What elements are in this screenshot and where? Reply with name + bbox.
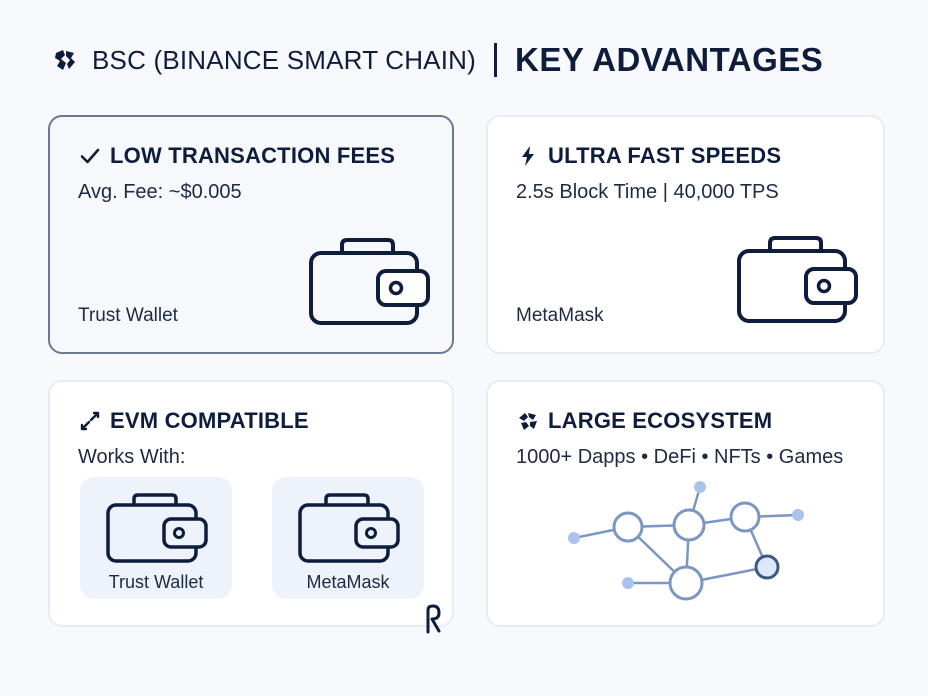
card-title-row: LARGE ECOSYSTEM — [516, 408, 772, 434]
page-title: KEY ADVANTAGES — [514, 41, 824, 78]
card-title: LOW TRANSACTION FEES — [110, 143, 396, 168]
card-title: LARGE ECOSYSTEM — [548, 408, 773, 433]
block-time-text: 2.5s Block Time | 40,000 TPS — [516, 181, 779, 203]
checkmark-icon — [80, 148, 100, 164]
page-subtitle: BSC (BINANCE SMART CHAIN) — [92, 44, 476, 75]
works-with-text: Works With: — [78, 446, 186, 468]
ecosystem-logo-icon — [519, 413, 537, 430]
card-title-row: ULTRA FAST SPEEDS — [516, 143, 781, 169]
brand-mark-icon — [426, 604, 441, 634]
card-title: ULTRA FAST SPEEDS — [548, 143, 782, 168]
wallet-tile-label: MetaMask — [306, 572, 390, 592]
card-ultra-fast-speeds[interactable]: ULTRA FAST SPEEDS 2.5s Block Time | 40,0… — [486, 115, 885, 354]
page-header: BSC (BINANCE SMART CHAIN) KEY ADVANTAGES — [52, 38, 823, 82]
wallet-tile-label: Trust Wallet — [108, 572, 204, 592]
wallet-icon — [106, 493, 208, 563]
network-graph-icon — [568, 481, 804, 601]
wallet-icon — [309, 238, 430, 325]
wallet-label-trust: Trust Wallet — [78, 305, 178, 326]
header-divider — [493, 43, 497, 77]
wallet-tile-trust[interactable]: Trust Wallet — [80, 477, 232, 599]
card-title-row: EVM COMPATIBLE — [78, 408, 309, 434]
card-low-transaction-fees[interactable]: LOW TRANSACTION FEES Avg. Fee: ~$0.005 T… — [48, 115, 454, 354]
wallet-icon — [298, 493, 400, 563]
card-title-row: LOW TRANSACTION FEES — [78, 143, 395, 169]
card-large-ecosystem[interactable]: LARGE ECOSYSTEM 1000+ Dapps • DeFi • NFT… — [486, 380, 885, 627]
network-nodes — [568, 481, 804, 601]
wallet-tile-metamask[interactable]: MetaMask — [272, 477, 424, 599]
wallet-icon — [737, 236, 858, 323]
lightning-icon — [522, 146, 534, 166]
card-title: EVM COMPATIBLE — [110, 408, 309, 433]
arrows-diagonal-icon — [80, 411, 100, 431]
bsc-logo-icon — [55, 50, 75, 70]
avg-fee-text: Avg. Fee: ~$0.005 — [78, 181, 242, 203]
wallet-label-metamask: MetaMask — [516, 305, 604, 326]
ecosystem-summary-text: 1000+ Dapps • DeFi • NFTs • Games — [516, 446, 844, 468]
card-evm-compatible[interactable]: EVM COMPATIBLE Works With: Trust Wallet … — [48, 380, 454, 634]
